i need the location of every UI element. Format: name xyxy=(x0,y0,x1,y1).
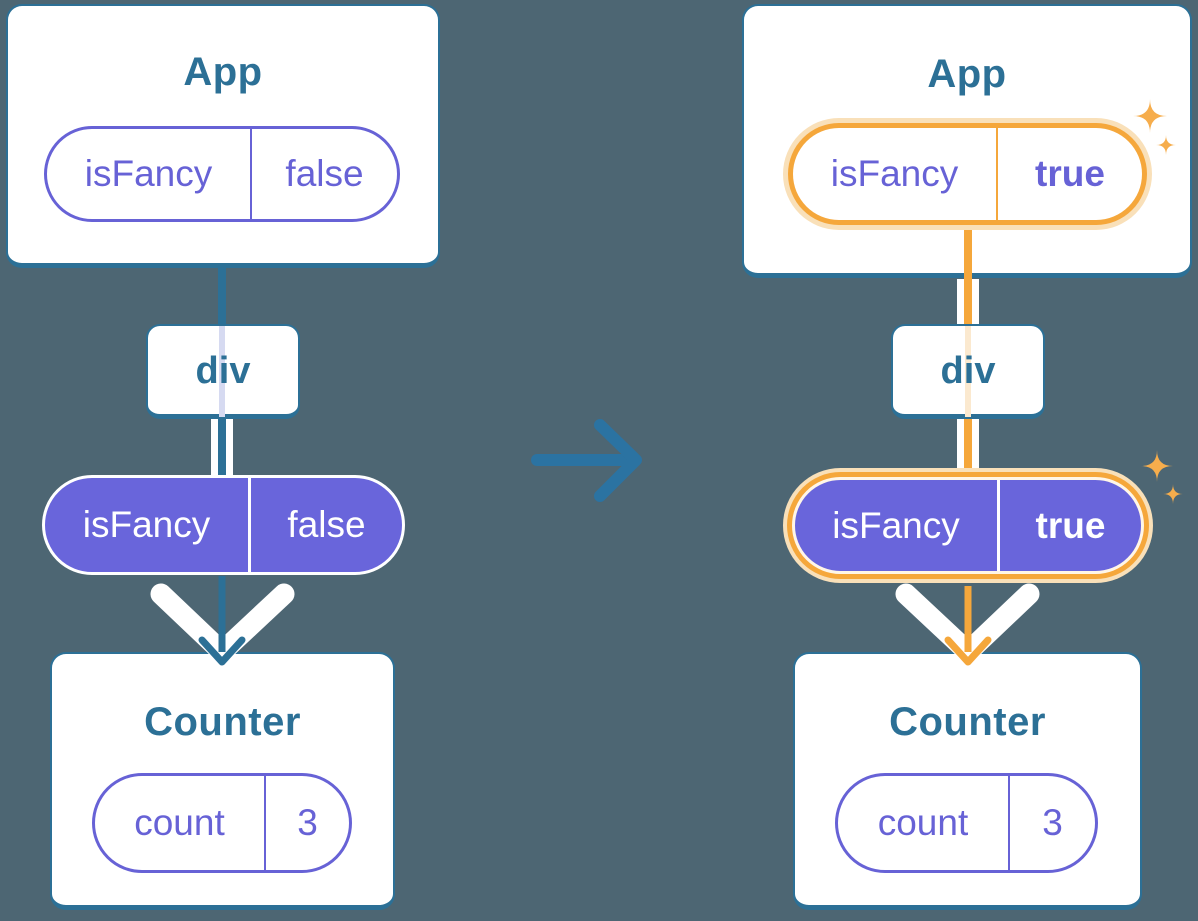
state-pill-app-right-highlighted: isFancy true xyxy=(793,128,1142,220)
state-value: 3 xyxy=(1042,802,1063,843)
pill-divider xyxy=(996,128,998,220)
flow-down-arrow-icon-left xyxy=(150,583,295,663)
counter-title-left: Counter xyxy=(144,700,301,744)
prop-key: isFancy xyxy=(832,504,960,546)
pill-divider xyxy=(1008,776,1010,870)
flow-down-arrow-icon-right xyxy=(895,583,1040,663)
prop-flow-line-orange xyxy=(964,279,972,324)
prop-flow-line-white xyxy=(972,419,979,477)
prop-line-through-div-left xyxy=(219,326,225,417)
state-pill-counter-right: count 3 xyxy=(835,773,1098,873)
tree-edge-left xyxy=(218,268,226,324)
div-label-right: div xyxy=(940,350,996,392)
counter-title-right: Counter xyxy=(889,700,1046,744)
pill-divider xyxy=(248,478,251,572)
transition-arrow-icon xyxy=(531,419,642,502)
prop-key: isFancy xyxy=(82,504,211,545)
prop-flow-line-white xyxy=(957,279,964,324)
state-key: isFancy xyxy=(830,153,959,194)
div-label-left: div xyxy=(195,350,251,392)
sparkle-icon xyxy=(1163,484,1183,504)
state-key: isFancy xyxy=(84,153,213,194)
prop-line-through-div-right xyxy=(965,326,971,417)
sparkle-icon xyxy=(1141,450,1173,482)
state-value: false xyxy=(285,153,364,194)
prop-flow-line-white xyxy=(226,419,233,478)
state-pill-app-left: isFancy false xyxy=(44,126,400,222)
app-title-left: App xyxy=(183,50,263,94)
state-value: 3 xyxy=(297,802,318,843)
state-value: true xyxy=(1035,153,1105,194)
prop-value: true xyxy=(1035,504,1106,546)
prop-flow-line-orange xyxy=(964,222,972,279)
prop-flow-line-orange xyxy=(964,419,972,477)
state-pill-counter-left: count 3 xyxy=(92,773,352,873)
state-key: count xyxy=(877,802,969,843)
prop-flow-line-white xyxy=(211,419,218,478)
prop-value: false xyxy=(287,504,366,545)
prop-pill-right-highlighted: isFancy true xyxy=(792,477,1144,574)
tree-edge-left xyxy=(218,419,226,478)
pill-divider xyxy=(264,776,266,870)
pill-divider xyxy=(997,480,1000,571)
pill-divider xyxy=(250,129,252,219)
prop-flow-line-white xyxy=(957,419,964,477)
state-key: count xyxy=(134,802,225,843)
app-title-right: App xyxy=(927,52,1007,96)
prop-flow-line-white xyxy=(972,279,979,324)
prop-pill-left: isFancy false xyxy=(42,475,405,575)
